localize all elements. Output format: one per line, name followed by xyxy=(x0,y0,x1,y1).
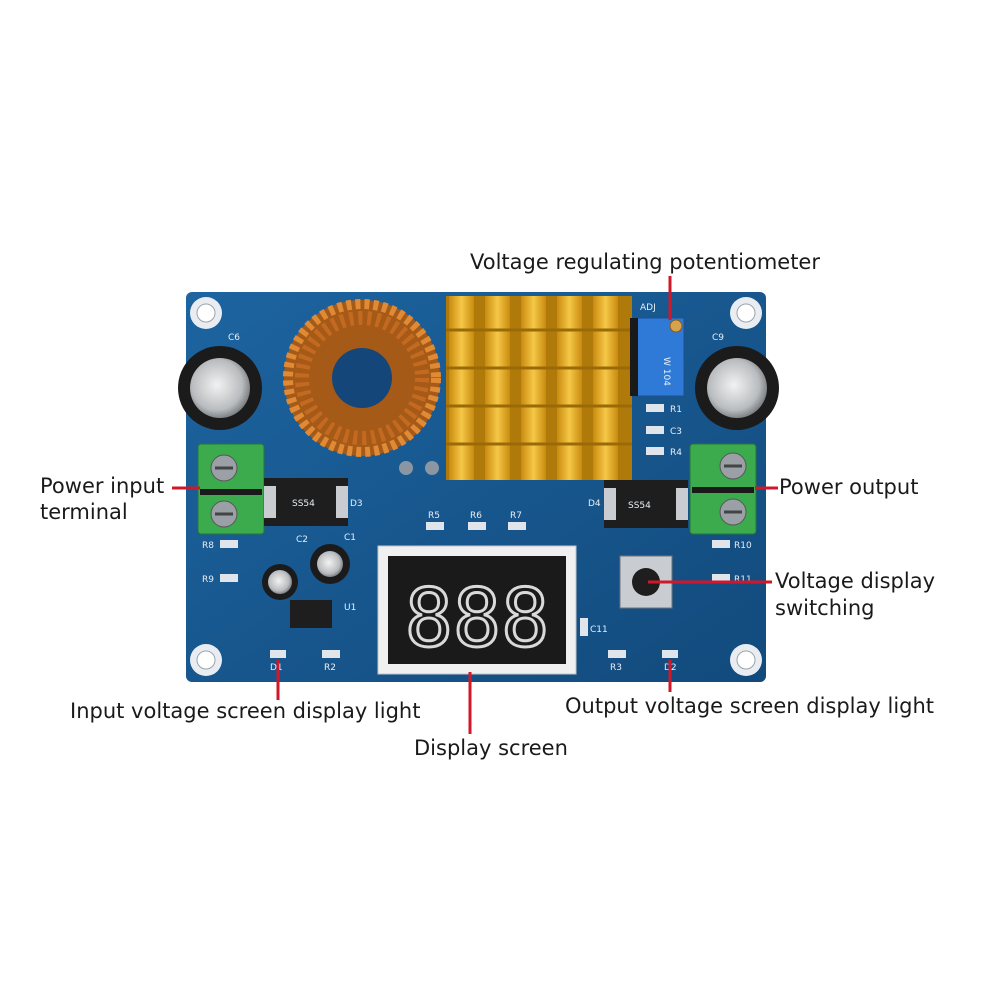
output-terminal xyxy=(689,443,757,535)
vias xyxy=(399,461,439,475)
silk-c11: C11 xyxy=(590,625,608,635)
callout-lines xyxy=(172,276,778,734)
label-display-switch-line1: Voltage display xyxy=(775,569,936,593)
input-terminal xyxy=(197,443,265,535)
potentiometer-body: W 104 ADJ xyxy=(630,303,685,397)
silk-d1: D1 xyxy=(270,663,283,673)
diode-d4: SS54 D4 xyxy=(588,480,688,528)
silk-r5: R5 xyxy=(428,511,440,521)
capacitor-c6: C6 xyxy=(178,333,262,430)
silk-r8: R8 xyxy=(202,541,214,551)
silk-r4: R4 xyxy=(670,448,682,458)
diode-d3: SS54 D3 xyxy=(264,478,363,526)
silk-r11: R11 xyxy=(734,575,752,585)
display-digits: 888 xyxy=(405,572,550,665)
mounting-holes xyxy=(190,297,762,676)
small-capacitors: C2 C1 xyxy=(262,533,356,600)
silk-adj: ADJ xyxy=(640,303,656,313)
label-potentiometer: Voltage regulating potentiometer xyxy=(470,250,820,274)
silk-d3: D3 xyxy=(350,499,363,509)
silk-r2: R2 xyxy=(324,663,336,673)
pot-code: W 104 xyxy=(661,357,671,386)
heatsink xyxy=(446,296,632,480)
silk-r3: R3 xyxy=(610,663,622,673)
silk-ss54-right: SS54 xyxy=(628,501,651,511)
silk-r1: R1 xyxy=(670,405,682,415)
label-power-input-line2: terminal xyxy=(40,500,128,524)
regulator-u1: U1 xyxy=(290,600,356,628)
label-power-input-line1: Power input xyxy=(40,474,165,498)
silk-ss54-left: SS54 xyxy=(292,499,315,509)
toroid-inductor xyxy=(283,299,441,457)
silk-d4: D4 xyxy=(588,499,601,509)
label-display-switch-line2: switching xyxy=(775,596,875,620)
label-power-output: Power output xyxy=(779,475,919,499)
silk-r9: R9 xyxy=(202,575,214,585)
seven-segment-display: 888 xyxy=(377,545,577,675)
silk-r10: R10 xyxy=(734,541,752,551)
silk-c1: C1 xyxy=(344,533,356,543)
silk-r7: R7 xyxy=(510,511,522,521)
silk-u1: U1 xyxy=(344,603,356,613)
silk-c6: C6 xyxy=(228,333,240,343)
label-display-screen: Display screen xyxy=(414,736,568,760)
silk-c9: C9 xyxy=(712,333,724,343)
silk-c2: C2 xyxy=(296,535,308,545)
capacitor-c9: C9 xyxy=(695,333,779,430)
push-button xyxy=(619,555,673,609)
smd-components xyxy=(220,404,730,658)
silk-c3: C3 xyxy=(670,427,682,437)
label-input-light: Input voltage screen display light xyxy=(70,699,421,723)
silk-r6: R6 xyxy=(470,511,482,521)
label-output-light: Output voltage screen display light xyxy=(565,694,935,718)
